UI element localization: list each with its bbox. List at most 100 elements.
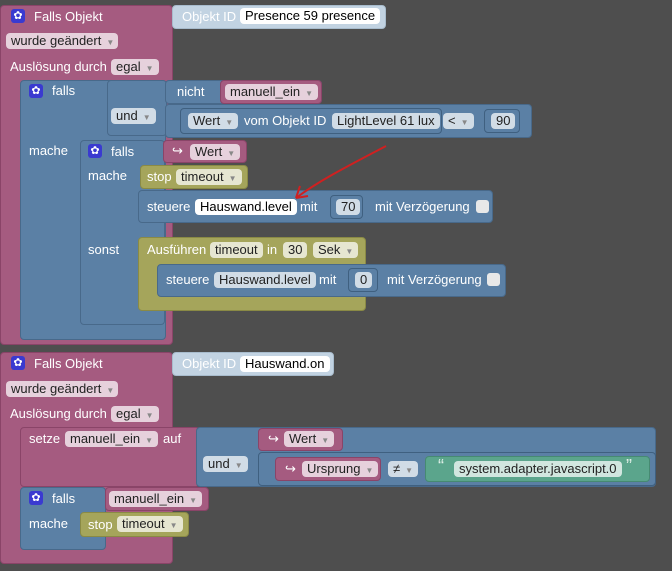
chevron-down-icon: ▼ [345, 247, 354, 256]
chevron-down-icon: ▼ [305, 89, 314, 98]
block-title: Falls Objekt [34, 356, 103, 371]
to-label: auf [163, 431, 182, 446]
chevron-down-icon: ▼ [227, 149, 236, 158]
close-quote-icon: ” [626, 456, 632, 476]
threshold-field[interactable]: 90 [491, 113, 516, 129]
delay-checkbox[interactable] [487, 273, 500, 286]
trigger-by-value: egal [116, 59, 141, 74]
inner-do-label: mache [88, 168, 128, 183]
value-var-value: Wert [195, 144, 223, 159]
stop-label: stop [88, 517, 113, 532]
value-dropdown[interactable]: Wert ▼ [188, 113, 239, 129]
if-label: falls [52, 491, 76, 506]
object-id-label: Objekt ID [182, 9, 237, 24]
chevron-down-icon: ▼ [321, 436, 330, 445]
set-var-dropdown[interactable]: manuell_ein ▼ [65, 431, 159, 447]
chevron-down-icon: ▼ [142, 113, 151, 122]
trigger-by-value: egal [116, 406, 141, 421]
trigger-by-label: Auslösung durch [10, 406, 107, 421]
timer-value: timeout [122, 516, 165, 531]
delay-label: mit Verzögerung [387, 272, 482, 287]
control-target-field[interactable]: Hauswand.level [214, 272, 316, 288]
do-label: mache [29, 516, 69, 531]
arrow-icon: ↪ [285, 461, 296, 476]
control-label: steuere [147, 199, 191, 214]
variable-value: manuell_ein [230, 84, 301, 99]
chevron-down-icon: ▼ [228, 174, 237, 183]
timer-value: timeout [181, 169, 224, 184]
variable-dropdown[interactable]: manuell_ein ▼ [225, 84, 319, 100]
chevron-down-icon: ▼ [460, 118, 469, 127]
arrow-icon: ↪ [268, 431, 279, 446]
set-var-value: manuell_ein [70, 431, 141, 446]
set-label: setze [29, 431, 61, 446]
gear-icon[interactable]: ✿ [88, 144, 102, 158]
chevron-down-icon: ▼ [189, 496, 198, 505]
variable-dropdown[interactable]: manuell_ein▼ [109, 491, 203, 507]
chevron-down-icon: ▼ [145, 411, 154, 420]
and-dropdown[interactable]: und ▼ [111, 108, 156, 124]
gear-icon[interactable]: ✿ [11, 9, 25, 23]
arrow-icon: ↪ [172, 143, 183, 158]
control-label: steuere [166, 272, 210, 287]
trigger-dropdown[interactable]: wurde geändert▼ [6, 381, 118, 397]
source-value: Ursprung [307, 461, 361, 476]
execute-label: Ausführen [147, 242, 207, 257]
operator-dropdown[interactable]: <▼ [443, 113, 474, 129]
trigger-value: wurde geändert [11, 33, 102, 48]
gear-icon[interactable]: ✿ [29, 84, 43, 98]
trigger-value: wurde geändert [11, 381, 102, 396]
timer-dropdown[interactable]: timeout ▼ [117, 516, 183, 532]
chevron-down-icon: ▼ [169, 521, 178, 530]
value-var-dropdown[interactable]: Wert ▼ [284, 431, 335, 447]
chevron-down-icon: ▼ [145, 436, 154, 445]
unit-value: Sek [318, 242, 341, 257]
inner-if-label: falls [111, 144, 135, 159]
string-field[interactable]: system.adapter.javascript.0 [454, 461, 622, 477]
and-dropdown[interactable]: und▼ [203, 456, 248, 472]
do-label: mache [29, 143, 69, 158]
chevron-down-icon: ▼ [145, 64, 154, 73]
operator-value: < [448, 113, 456, 128]
chevron-down-icon: ▼ [225, 118, 234, 127]
trigger-by-label: Auslösung durch [10, 59, 107, 74]
gear-icon[interactable]: ✿ [29, 491, 43, 505]
and-value: und [116, 108, 138, 123]
block-title: Falls Objekt [34, 9, 103, 24]
stop-label: stop [147, 169, 172, 184]
not-label: nicht [177, 84, 205, 99]
operator-value: ≠ [393, 461, 401, 476]
chevron-down-icon: ▼ [106, 38, 115, 47]
value-var-value: Wert [289, 431, 317, 446]
exec-timer-field[interactable]: timeout [210, 242, 263, 258]
trigger-by-dropdown[interactable]: egal ▼ [111, 406, 159, 422]
if-label: falls [52, 83, 76, 98]
value-type: Wert [193, 113, 221, 128]
object-id-field[interactable]: Presence 59 presence [240, 8, 381, 24]
gear-icon[interactable]: ✿ [11, 356, 25, 370]
unit-dropdown[interactable]: Sek ▼ [313, 242, 359, 258]
with-label: mit [319, 272, 337, 287]
operator-dropdown[interactable]: ≠▼ [388, 461, 419, 477]
delay-checkbox[interactable] [476, 200, 489, 213]
with-label: mit [300, 199, 318, 214]
open-quote-icon: “ [438, 456, 444, 476]
object-id-label: Objekt ID [182, 356, 237, 371]
delay-label: mit Verzögerung [375, 199, 470, 214]
trigger-by-dropdown[interactable]: egal ▼ [111, 59, 159, 75]
light-object-field[interactable]: LightLevel 61 lux [332, 113, 440, 129]
trigger-dropdown[interactable]: wurde geändert ▼ [6, 33, 118, 49]
source-dropdown[interactable]: Ursprung▼ [302, 461, 379, 477]
timer-dropdown[interactable]: timeout ▼ [176, 169, 242, 185]
object-id-field[interactable]: Hauswand.on [240, 356, 330, 372]
and-value: und [208, 456, 230, 471]
in-label: in [267, 242, 278, 257]
value-var-dropdown[interactable]: Wert ▼ [190, 144, 241, 160]
value-field[interactable]: 0 [355, 272, 373, 288]
control-target-field[interactable]: Hauswand.level [195, 199, 297, 215]
else-label: sonst [88, 242, 120, 257]
delay-value-field[interactable]: 30 [283, 242, 308, 258]
value-field[interactable]: 70 [336, 199, 361, 215]
chevron-down-icon: ▼ [405, 466, 414, 475]
